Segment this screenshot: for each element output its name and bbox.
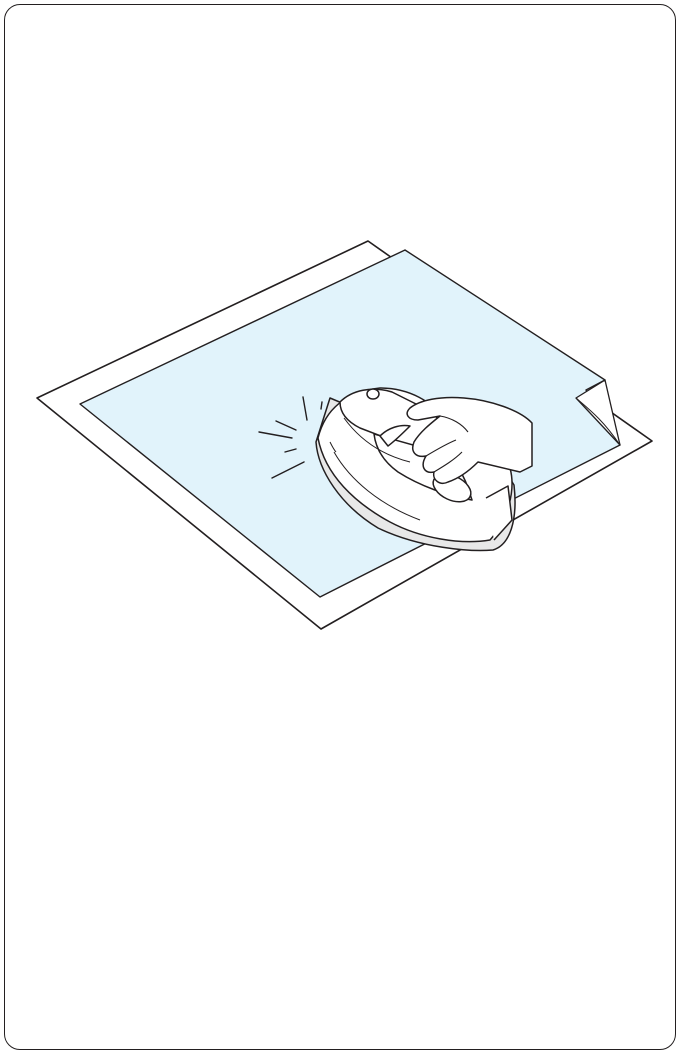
ironing-illustration — [0, 0, 681, 1055]
